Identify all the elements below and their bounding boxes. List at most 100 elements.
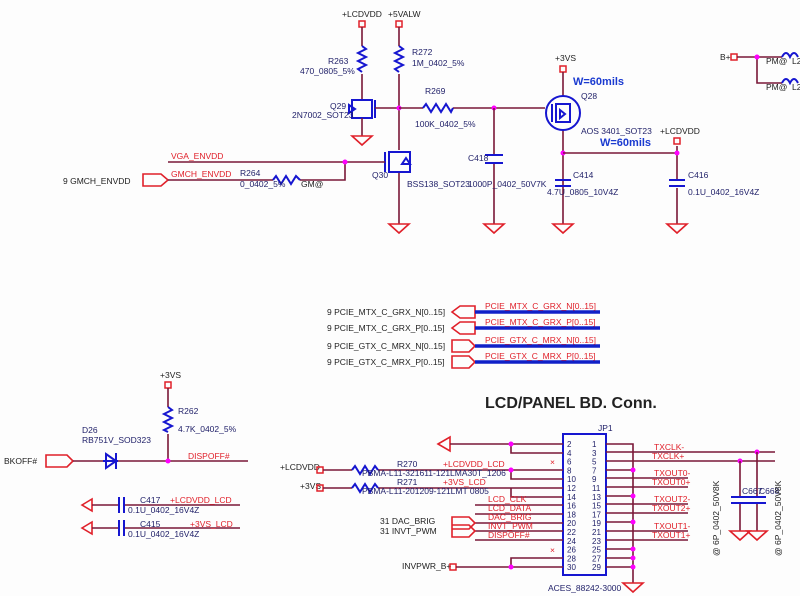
pm-option: PM@: [766, 82, 787, 92]
r264-resistor-icon: [272, 174, 301, 186]
pin-number: 24: [567, 537, 576, 546]
5valw-port: [395, 20, 403, 28]
width-annotation: W=60mils: [600, 137, 651, 149]
txout0-minus-net: TXOUT0-: [654, 468, 691, 478]
c668-ref: C668: [759, 486, 780, 496]
q29-r263-branch: +LCDVDD R263 470_0805_5% Q29 2N7002_SOT2…: [292, 9, 399, 146]
l2-ref: L2: [792, 82, 800, 92]
b-plus-input: B+ PM@ PM@ L2 L2: [720, 52, 800, 92]
txout1-minus-net: TXOUT1-: [654, 521, 691, 531]
pin-number: 1: [592, 440, 597, 449]
c668-value: @ 6P_0402_50V8K: [773, 480, 783, 556]
c418-ref: C418: [468, 153, 489, 163]
q29-value: 2N7002_SOT23: [292, 110, 354, 120]
pin-number: 9: [592, 475, 597, 484]
pcie-port-label: 9 PCIE_GTX_C_MRX_P[0..15]: [327, 357, 445, 367]
pin-number: 10: [567, 475, 576, 484]
pin-number: 2: [567, 440, 572, 449]
r271-inductor-icon: [351, 482, 379, 494]
pcie-buses: 9 PCIE_MTX_C_GRX_N[0..15]PCIE_MTX_C_GRX_…: [327, 301, 600, 369]
pcie-port-label: 9 PCIE_GTX_C_MRX_N[0..15]: [327, 341, 445, 351]
r271-ref: R271: [397, 477, 418, 487]
c416-ref: C416: [688, 170, 709, 180]
pin-number: 26: [567, 546, 576, 555]
c414-capacitor-icon: [555, 179, 571, 187]
q29-mosfet-icon: [348, 99, 376, 119]
pin-number: 6: [567, 458, 572, 467]
dac-brig-net: DAC_BRIG: [488, 512, 531, 522]
jp1-value: ACES_88242-3000: [548, 583, 622, 593]
c415-ref: C415: [140, 519, 161, 529]
r272-q30-branch: +5VALW R272 1M_0402_5% Q30 BSS138_SOT23: [372, 9, 470, 234]
r262-resistor-icon: [161, 406, 175, 433]
c417-ref: C417: [140, 495, 161, 505]
lcdvdd-lcd-net: +LCDVDD_LCD: [443, 459, 505, 469]
invt-pwm-port-label: 31 INVT_PWM: [380, 526, 437, 536]
gmch-envdd-input: 9 GMCH_ENVDD VGA_ENVDD GMCH_ENVDD R264 0…: [63, 151, 385, 189]
width-annotation: W=60mils: [573, 76, 624, 88]
c415-value: 0.1U_0402_16V4Z: [128, 529, 199, 539]
pin-number: 5: [592, 458, 597, 467]
d26-ref: D26: [82, 425, 98, 435]
pin-number: 13: [592, 493, 601, 502]
capacitor-icon: [731, 496, 766, 504]
lcdvdd-label: +LCDVDD: [660, 126, 700, 136]
q28-mosfet-icon: [545, 95, 581, 131]
lcd-data-net: LCD_DATA: [488, 503, 531, 513]
pin-number: 30: [567, 563, 576, 572]
pin-number: 27: [592, 554, 601, 563]
pm-option: PM@: [766, 56, 787, 66]
c667-value: @ 6P_0402_50V8K: [711, 480, 721, 556]
r263-value: 470_0805_5%: [300, 66, 355, 76]
r270-ref: R270: [397, 459, 418, 469]
lcdvdd-label: +LCDVDD: [280, 462, 320, 472]
c414-ref: C414: [573, 170, 594, 180]
pin-number: 11: [592, 484, 601, 493]
bus-port-icon: [451, 339, 477, 353]
lcdvdd-label: +LCDVDD: [342, 9, 382, 19]
lcdvdd-lcd-net: +LCDVDD_LCD: [170, 495, 232, 505]
pin-number: 28: [567, 554, 576, 563]
pin-number: 3: [592, 449, 597, 458]
txout0-plus-net: TXOUT0+: [652, 477, 691, 487]
svg-text:×: ×: [550, 457, 555, 467]
invt-pwm-net: INVT_PWM: [488, 521, 533, 531]
3vs-label: +3VS: [555, 53, 576, 63]
bus-port-icon: [450, 305, 476, 319]
3vs-lcd-net: +3VS_LCD: [190, 519, 233, 529]
3vs-port: [559, 65, 567, 73]
ground-icon: [622, 582, 644, 593]
3vs-label: +3VS: [160, 370, 181, 380]
dispoff-net: DISPOFF#: [488, 530, 530, 540]
c418-value: 1000P_0402_50V7K: [468, 179, 547, 189]
pin-number: 17: [592, 510, 601, 519]
r263-ref: R263: [328, 56, 349, 66]
bkoff-section: BKOFF# D26 RB751V_SOD323 +3VS R262 4.7K_…: [4, 370, 248, 539]
pin-number: 23: [592, 537, 601, 546]
connector-right-nets: TXCLK- TXCLK+ TXOUT0- TXOUT0+ TXOUT2- TX…: [606, 442, 783, 593]
ground-icon: [666, 223, 688, 234]
r264-value: 0_0402_5%: [240, 179, 286, 189]
ground-port-icon: [436, 435, 451, 453]
pin-number: 19: [592, 519, 601, 528]
c418-capacitor-icon: [485, 154, 503, 164]
pin-number: 4: [567, 449, 572, 458]
b-plus-label: B+: [720, 52, 731, 62]
q30-ref: Q30: [372, 170, 388, 180]
r264-option: GM@: [301, 179, 323, 189]
r272-value: 1M_0402_5%: [412, 58, 465, 68]
ground-icon: [483, 223, 505, 234]
pin-number: 18: [567, 510, 576, 519]
ground-icon: [388, 223, 410, 234]
bkoff-port-label: BKOFF#: [4, 456, 37, 466]
c416-value: 0.1U_0402_16V4Z: [688, 187, 759, 197]
3vs-label: +3VS: [300, 481, 321, 491]
r262-value: 4.7K_0402_5%: [178, 424, 237, 434]
pin-number: 21: [592, 528, 601, 537]
r271-value: PBMA-L11-201209-121LMT 0805: [362, 486, 489, 496]
lcd-clk-net: LCD_CLK: [488, 494, 527, 504]
q28-ref: Q28: [581, 91, 597, 101]
dac-brig-port-label: 31 DAC_BRIG: [380, 516, 435, 526]
pin-number: 8: [567, 466, 572, 475]
txout2-minus-net: TXOUT2-: [654, 494, 691, 504]
